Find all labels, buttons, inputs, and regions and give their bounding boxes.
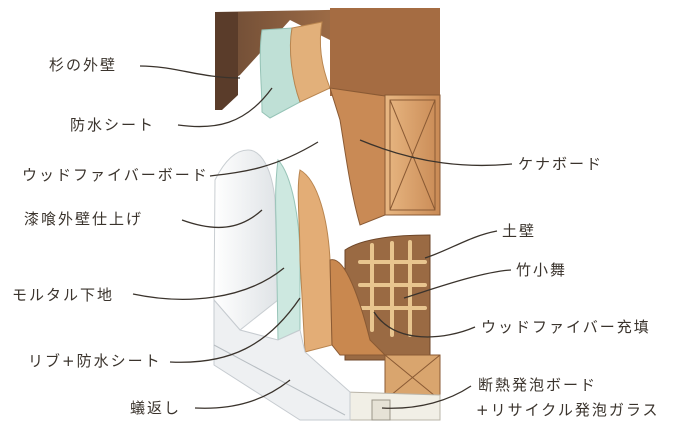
label-water-drip: 蟻返し xyxy=(130,399,182,417)
foam-board-layer xyxy=(344,391,441,421)
label-wood-fiber-fill: ウッドファイバー充填 xyxy=(481,318,651,336)
leader-bamboo xyxy=(403,269,512,299)
leader-kena xyxy=(359,139,513,167)
label-foam-board-line1: 断熱発泡ボード xyxy=(478,376,598,394)
label-rib-waterproof: リブ+防水シート xyxy=(28,352,162,370)
leader-waterproof xyxy=(177,87,273,128)
leader-rib xyxy=(169,297,301,363)
label-wood-fiber-board: ウッドファイバーボード xyxy=(22,166,209,184)
label-bamboo-lath: 竹小舞 xyxy=(516,261,568,279)
leader-plaster xyxy=(181,209,263,229)
top-beam-face xyxy=(330,8,440,96)
label-foam-board-line2: +リサイクル発泡ガラス xyxy=(476,401,660,419)
leader-fiber-fill xyxy=(373,311,476,338)
water-drip-flashing xyxy=(213,298,351,421)
label-plaster-exterior: 漆喰外壁仕上げ xyxy=(24,210,144,228)
mortar-base-layer xyxy=(275,158,301,341)
leader-earth xyxy=(424,230,498,259)
leader-drip xyxy=(194,379,291,409)
leader-lines xyxy=(132,65,513,409)
leader-cedar xyxy=(139,65,241,79)
plaster-exterior-layer xyxy=(213,149,279,331)
label-waterproof-sheet: 防水シート xyxy=(70,116,156,134)
label-earth-wall: 土壁 xyxy=(502,222,537,240)
bamboo-lath-grid xyxy=(358,240,427,337)
cedar-exterior-boards xyxy=(215,12,238,110)
leader-foam xyxy=(381,385,472,409)
label-kena-board: ケナボード xyxy=(518,155,604,173)
label-cedar-exterior: 杉の外壁 xyxy=(49,56,118,74)
leader-fiber-board xyxy=(209,141,319,177)
wood-fiber-fill-layer xyxy=(329,259,387,356)
kena-board-layer xyxy=(329,87,386,226)
wood-fiber-board-lower xyxy=(297,169,333,353)
label-mortar-base: モルタル下地 xyxy=(12,286,115,304)
leader-mortar xyxy=(132,267,285,300)
